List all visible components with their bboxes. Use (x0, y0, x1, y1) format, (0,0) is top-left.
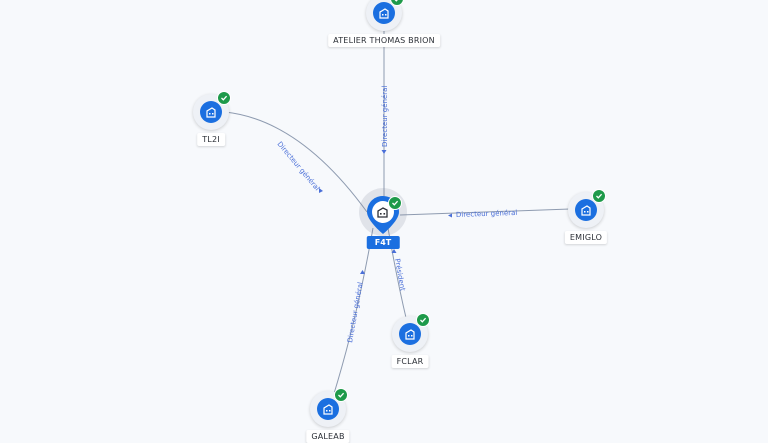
edge-arrow-atelier (381, 150, 387, 154)
edge-label-tl2i: Directeur général (275, 140, 321, 192)
node-badge[interactable] (193, 91, 231, 130)
edge-label-atelier: Directeur général (381, 86, 389, 147)
relationship-graph: Directeur général Directeur général Dire… (224, 30, 571, 401)
node-label[interactable]: ATELIER THOMAS BRION (328, 34, 440, 47)
verified-check-icon (416, 313, 430, 327)
node-label[interactable]: TL2I (197, 133, 225, 146)
company-building-icon (200, 101, 222, 123)
edge-label-galeab: Directeur général (346, 281, 365, 343)
node-badge[interactable] (310, 388, 348, 427)
node-badge[interactable] (392, 313, 430, 352)
edge-tl2i (224, 111, 368, 213)
node-label[interactable]: EMIGLO (564, 231, 608, 244)
edge-arrow-tl2i (319, 188, 323, 193)
edge-galeab (331, 227, 374, 401)
company-building-icon (399, 323, 421, 345)
verified-check-icon (388, 196, 402, 210)
node-badge[interactable] (366, 0, 404, 31)
edge-arrow-emiglo (448, 213, 452, 218)
company-building-icon (317, 398, 339, 420)
company-building-icon (575, 199, 597, 221)
edge-arrow-fclar (391, 249, 397, 253)
center-node-label[interactable]: F4T (366, 236, 400, 249)
company-building-icon (373, 2, 395, 24)
edge-arrow-galeab (360, 270, 365, 274)
verified-check-icon (592, 189, 606, 203)
edge-label-fclar: Président (393, 258, 407, 292)
edge-emiglo (399, 208, 571, 216)
company-building-icon (377, 207, 388, 218)
node-badge[interactable] (568, 189, 606, 228)
verified-check-icon (334, 388, 348, 402)
verified-check-icon (217, 91, 231, 105)
edge-label-emiglo: Directeur général (456, 209, 518, 219)
node-label[interactable]: FCLAR (391, 355, 429, 368)
